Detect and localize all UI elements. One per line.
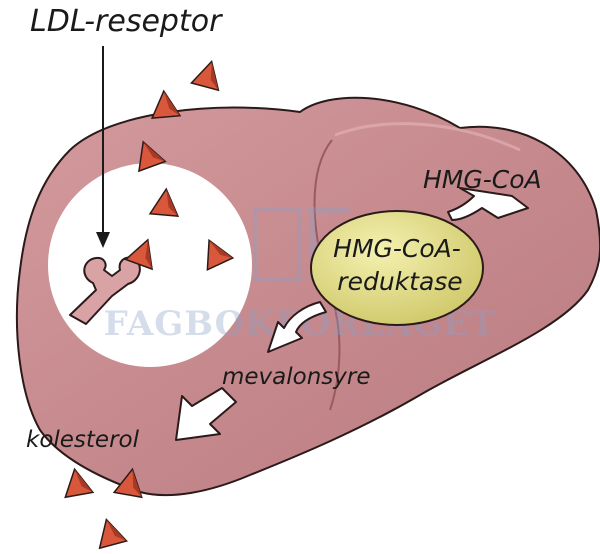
hmg-coa-arrow-icon — [447, 187, 529, 221]
ldl-particles — [64, 59, 235, 550]
enzyme-label-line2: reduktase — [337, 267, 462, 296]
ldl-particle-icon — [64, 467, 95, 499]
hmg-coa-reductase-ellipse — [310, 210, 484, 326]
ldl-particle-icon — [98, 517, 129, 550]
ldl-receptor-icon — [69, 256, 141, 325]
enzyme-label-line1: HMG-CoA- — [333, 234, 461, 263]
mevalonate-label: mevalonsyre — [222, 364, 371, 390]
ldl-particle-icon — [112, 467, 143, 499]
liver-upper-lobe-highlight — [334, 122, 521, 152]
watermark-book-icon — [253, 208, 301, 282]
ldl-particle-icon — [150, 89, 182, 120]
ldl-receptor-pointer-head — [96, 232, 110, 248]
ldl-particle-icon — [148, 187, 180, 218]
enzyme-to-mevalonate-arrow-icon — [267, 301, 327, 353]
ldl-particle-icon — [189, 59, 220, 92]
mevalonate-to-cholesterol-arrow-icon — [175, 387, 237, 441]
ldl-particle-icon — [138, 140, 167, 173]
ldl-particle-icon — [124, 238, 153, 271]
hmg-coa-label: HMG-CoA — [423, 165, 542, 194]
ldl-particle-icon — [206, 238, 235, 272]
cholesterol-label: kolesterol — [26, 427, 140, 453]
ldl-receptor-label: LDL-reseptor — [30, 4, 223, 39]
